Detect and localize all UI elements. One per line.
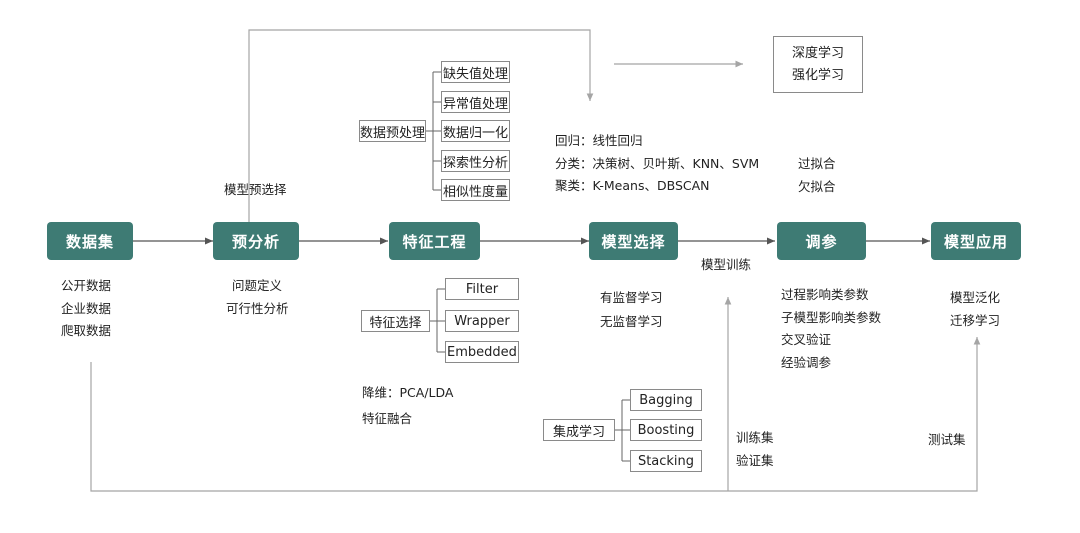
ensemble-stacking: Stacking [630,450,702,472]
stage-tuning: 调参 [777,222,866,260]
stage-feature-engineering: 特征工程 [389,222,480,260]
fit-items: 过拟合 欠拟合 [798,153,836,198]
test-set-label: 测试集 [928,432,966,447]
model-type-item: 分类：决策树、贝叶斯、KNN、SVM [555,155,760,171]
ensemble-bagging: Bagging [630,389,702,411]
preanalysis-item: 问题定义 [232,278,283,293]
train-val-items: 训练集 验证集 [736,427,774,472]
feature-select-wrapper: Wrapper [445,310,519,332]
preprocess-missing: 缺失值处理 [441,61,510,83]
tuning-item: 过程影响类参数 [781,287,869,302]
feature-misc-item: 特征融合 [362,411,413,426]
stage-model-selection: 模型选择 [589,222,678,260]
model-preselect-label: 模型预选择 [224,182,287,197]
fit-item: 欠拟合 [798,178,836,194]
stage-dataset: 数据集 [47,222,133,260]
supervision-item: 无监督学习 [600,314,663,329]
feature-select-filter: Filter [445,278,519,300]
feature-select-embedded: Embedded [445,341,519,363]
model-type-item: 回归：线性回归 [555,133,643,148]
dataset-item: 爬取数据 [61,323,112,338]
tuning-items: 过程影响类参数 子模型影响类参数 交叉验证 经验调参 [781,284,881,374]
preprocess-normalize: 数据归一化 [441,120,510,142]
stage-model-application: 模型应用 [931,222,1021,260]
deep-learning-label: 深度学习 [791,45,844,61]
train-val-item: 验证集 [736,452,774,468]
application-item: 迁移学习 [950,313,1001,328]
preprocess-eda: 探索性分析 [441,150,510,172]
train-val-item: 训练集 [736,430,774,445]
model-preselect-loop [248,29,594,222]
dataset-item: 公开数据 [61,278,112,293]
application-items: 模型泛化 迁移学习 [950,286,1000,332]
feature-misc-item: 降维：PCA/LDA [362,385,454,400]
preprocess-root: 数据预处理 [359,120,426,142]
preanalysis-item: 可行性分析 [226,300,289,316]
tuning-item: 经验调参 [781,354,832,370]
model-training-label: 模型训练 [701,257,752,272]
supervision-items: 有监督学习 无监督学习 [600,286,663,334]
feature-select-root: 特征选择 [361,310,430,332]
stage-preanalysis: 预分析 [213,222,299,260]
ensemble-boosting: Boosting [630,419,702,441]
preprocess-similarity: 相似性度量 [441,179,510,201]
dataset-item: 企业数据 [61,300,112,316]
preprocess-outlier: 异常值处理 [441,91,510,113]
fit-item: 过拟合 [798,156,836,171]
bottom-loop [90,337,981,492]
reinforcement-learning-label: 强化学习 [791,67,844,83]
tuning-item: 子模型影响类参数 [781,309,882,325]
preanalysis-items: 问题定义 可行性分析 [226,275,289,320]
tuning-item: 交叉验证 [781,332,832,347]
feature-misc-items: 降维：PCA/LDA 特征融合 [362,380,453,432]
dataset-items: 公开数据 企业数据 爬取数据 [61,275,111,343]
application-item: 模型泛化 [950,290,1001,305]
model-type-item: 聚类：K-Means、DBSCAN [555,178,710,193]
advanced-methods-box: 深度学习 强化学习 [773,36,863,93]
supervision-item: 有监督学习 [600,290,663,305]
ensemble-root: 集成学习 [543,419,615,441]
model-types: 回归：线性回归 分类：决策树、贝叶斯、KNN、SVM 聚类：K-Means、DB… [555,130,759,198]
